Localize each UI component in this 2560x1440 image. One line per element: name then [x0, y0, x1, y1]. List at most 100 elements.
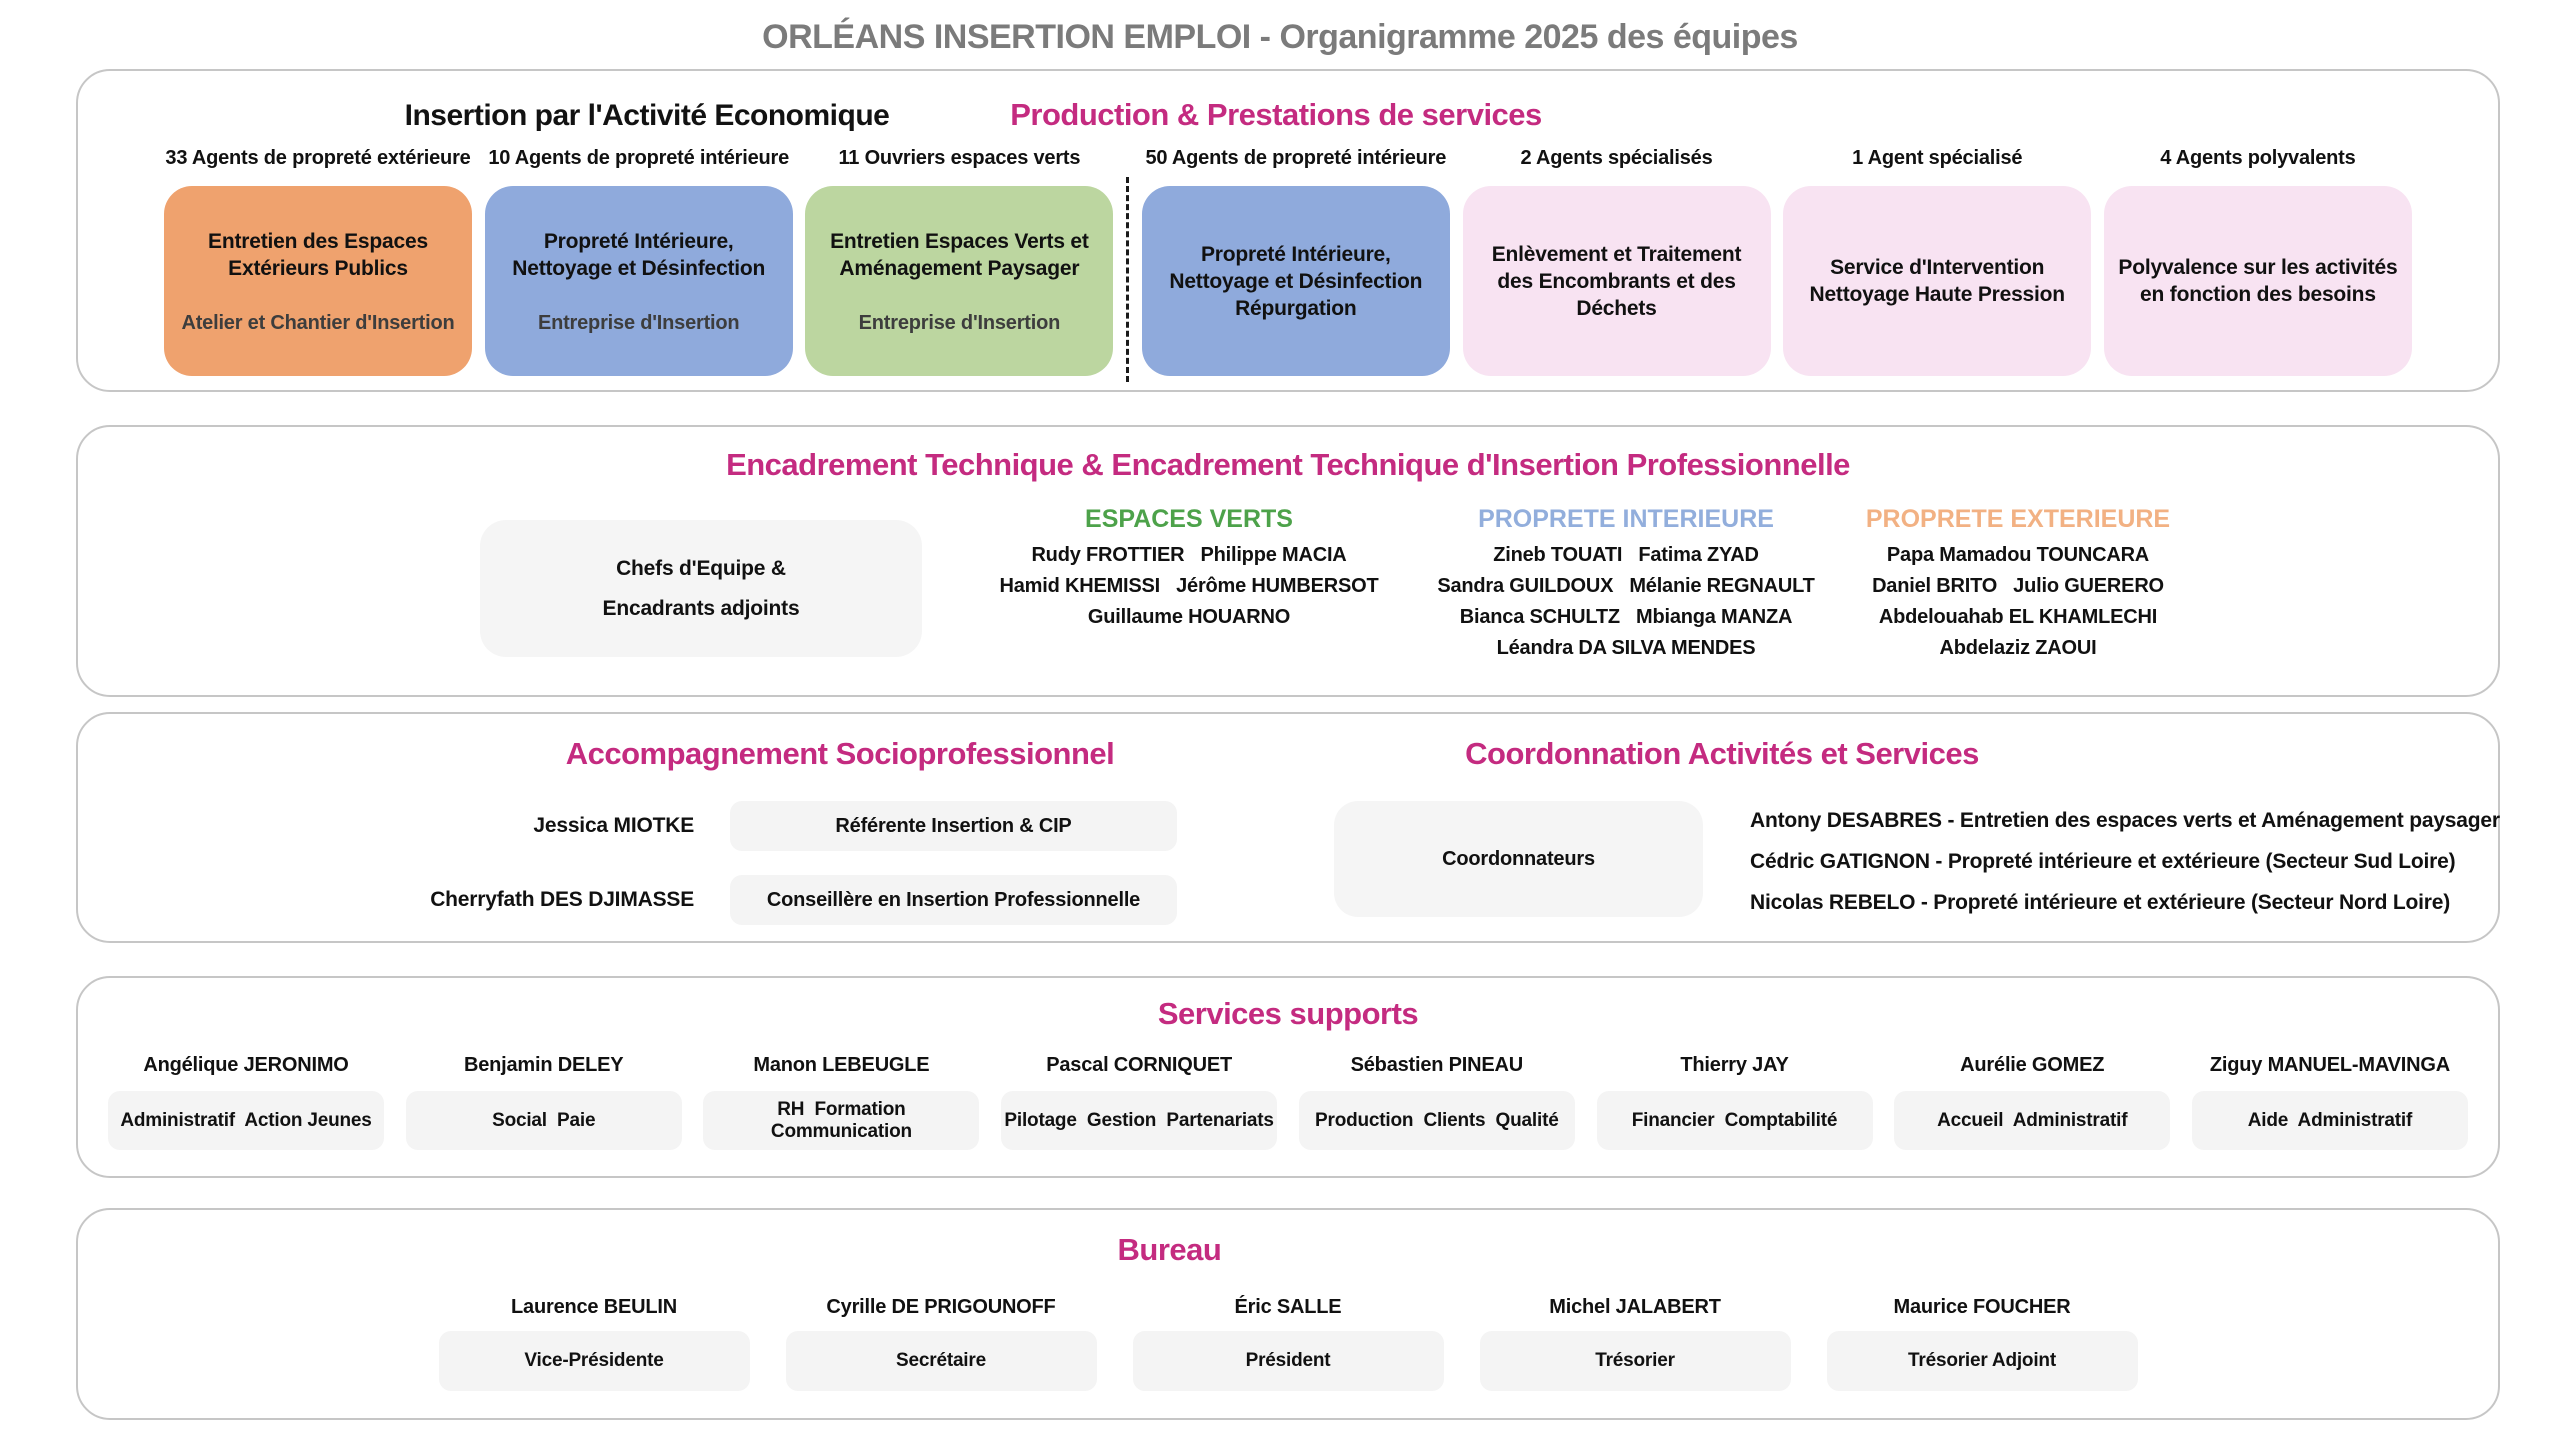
unit-box-title: Service d'Intervention Nettoyage Haute P…: [1809, 256, 2065, 306]
unit-box-entretien-espaces-exterieurs: Entretien des Espaces Extérieurs Publics…: [164, 186, 472, 376]
unit-box-subtitle: Atelier et Chantier d'Insertion: [181, 311, 455, 334]
bureau-column: Maurice FOUCHER Trésorier Adjoint: [1826, 1296, 2138, 1391]
service-column: Aurélie GOMEZ Accueil Administratif: [1894, 1054, 2171, 1150]
staff-count-label: 10 Agents de propreté intérieure: [488, 147, 790, 169]
team-column-proprete-interieure: PROPRETE INTERIEURE Zineb TOUATI Fatima …: [1406, 505, 1846, 664]
team-header-espaces-verts: ESPACES VERTS: [1085, 505, 1293, 533]
team-names-line: Abdelouahab EL KHAMLECHI: [1878, 606, 2158, 628]
panel-services-supports: Services supports Angélique JERONIMO Adm…: [76, 976, 2500, 1178]
panel-production: Insertion par l'Activité Economique Prod…: [76, 69, 2500, 392]
person-name: Thierry JAY: [1680, 1054, 1789, 1076]
role-box: Secrétaire: [785, 1331, 1097, 1391]
section-title-bureau: Bureau: [1117, 1232, 1222, 1267]
team-names-line: Bianca SCHULTZ Mbianga MANZA: [1459, 606, 1793, 628]
production-column-proprete-interieure: 10 Agents de propreté intérieure Propret…: [484, 147, 793, 376]
panel-accompagnement-coordination: Accompagnement Socioprofessionnel Coordo…: [76, 712, 2500, 943]
page-title: ORLÉANS INSERTION EMPLOI - Organigramme …: [762, 18, 1798, 56]
chefs-equipe-box: Chefs d'Equipe & Encadrants adjoints: [480, 520, 922, 657]
person-name: Sébastien PINEAU: [1350, 1054, 1524, 1076]
person-name: Maurice FOUCHER: [1893, 1296, 2071, 1318]
person-name: Manon LEBEUGLE: [753, 1054, 930, 1076]
service-column: Angélique JERONIMO Administratif Action …: [108, 1054, 384, 1150]
bureau-column: Michel JALABERT Trésorier: [1479, 1296, 1791, 1391]
team-column-espaces-verts: ESPACES VERTS Rudy FROTTIER Philippe MAC…: [969, 505, 1409, 633]
staff-count-label: 2 Agents spécialisés: [1520, 147, 1713, 169]
services-columns-row: Angélique JERONIMO Administratif Action …: [78, 1054, 2498, 1150]
person-name: Cyrille DE PRIGOUNOFF: [826, 1296, 1056, 1318]
unit-box-title: Propreté Intérieure, Nettoyage et Désinf…: [512, 229, 766, 280]
team-header-proprete-interieure: PROPRETE INTERIEURE: [1478, 505, 1774, 533]
role-box: Référente Insertion & CIP: [730, 801, 1177, 851]
team-names-line: Hamid KHEMISSI Jérôme HUMBERSOT: [999, 575, 1379, 597]
role-box: Social Paie: [405, 1091, 682, 1150]
team-names-line: Abdelaziz ZAOUI: [1939, 637, 2097, 659]
bureau-column: Éric SALLE Président: [1132, 1296, 1444, 1391]
team-column-proprete-exterieure: PROPRETE EXTERIEURE Papa Mamadou TOUNCAR…: [1808, 505, 2228, 664]
bureau-columns-row: Laurence BEULIN Vice-Présidente Cyrille …: [78, 1296, 2498, 1391]
staff-count-label: 1 Agent spécialisé: [1852, 147, 2023, 169]
production-columns-row: 33 Agents de propreté extérieure Entreti…: [78, 147, 2498, 382]
team-names-line: Rudy FROTTIER Philippe MACIA: [1031, 544, 1347, 566]
coordinators-box: Coordonnateurs: [1334, 801, 1703, 917]
role-box: Trésorier Adjoint: [1826, 1331, 2138, 1391]
role-box: Conseillère en Insertion Professionnelle: [730, 875, 1177, 925]
person-name: Laurence BEULIN: [511, 1296, 677, 1318]
staff-count-label: 33 Agents de propreté extérieure: [165, 147, 471, 169]
bureau-column: Cyrille DE PRIGOUNOFF Secrétaire: [785, 1296, 1097, 1391]
person-name: Angélique JERONIMO: [143, 1054, 349, 1076]
team-names-line: Daniel BRITO Julio GUERERO: [1872, 575, 2164, 597]
unit-box-polyvalence: Polyvalence sur les activités en fonctio…: [2103, 186, 2412, 376]
unit-box-haute-pression: Service d'Intervention Nettoyage Haute P…: [1783, 186, 2092, 376]
role-box: Vice-Présidente: [438, 1331, 750, 1391]
panel-bureau: Bureau Laurence BEULIN Vice-Présidente C…: [76, 1208, 2500, 1420]
unit-box-encombrants: Enlèvement et Traitement des Encombrants…: [1462, 186, 1771, 376]
role-box: Administratif Action Jeunes: [108, 1091, 384, 1150]
unit-box-title: Entretien des Espaces Extérieurs Publics: [208, 229, 428, 280]
production-column-proprete-exterieure: 33 Agents de propreté extérieure Entreti…: [164, 147, 472, 376]
role-box: Production Clients Qualité: [1298, 1091, 1575, 1150]
role-box: Pilotage Gestion Partenariats: [1001, 1091, 1278, 1150]
panel-encadrement: Encadrement Technique & Encadrement Tech…: [76, 425, 2500, 697]
unit-box-proprete-interieure: Propreté Intérieure, Nettoyage et Désinf…: [484, 186, 793, 376]
unit-box-espaces-verts: Entretien Espaces Verts et Aménagement P…: [805, 186, 1114, 376]
accompagnement-rows: Jessica MIOTKE Référente Insertion & CIP…: [378, 801, 1177, 949]
coordinator-lines: Antony DESABRES - Entretien des espaces …: [1750, 800, 2500, 923]
service-column: Benjamin DELEY Social Paie: [405, 1054, 682, 1150]
coordinator-line: Antony DESABRES - Entretien des espaces …: [1750, 809, 2500, 832]
staff-count-label: 11 Ouvriers espaces verts: [838, 147, 1081, 169]
role-box: Financier Comptabilité: [1596, 1091, 1873, 1150]
team-names-line: Zineb TOUATI Fatima ZYAD: [1493, 544, 1759, 566]
staff-count-label: 4 Agents polyvalents: [2160, 147, 2356, 169]
section-title-coordination: Coordonnation Activités et Services: [1465, 736, 1979, 771]
person-name: Jessica MIOTKE: [533, 814, 694, 837]
production-column-proprete-interieure-repurgation: 50 Agents de propreté intérieure Propret…: [1141, 147, 1450, 376]
production-column-espaces-verts: 11 Ouvriers espaces verts Entretien Espa…: [805, 147, 1114, 376]
section-title-encadrement: Encadrement Technique & Encadrement Tech…: [726, 447, 1850, 482]
unit-box-subtitle: Entreprise d'Insertion: [537, 311, 740, 334]
team-header-proprete-exterieure: PROPRETE EXTERIEURE: [1865, 505, 2171, 533]
person-name: Aurélie GOMEZ: [1960, 1054, 2105, 1076]
service-column: Sébastien PINEAU Production Clients Qual…: [1298, 1054, 1575, 1150]
person-name: Benjamin DELEY: [463, 1054, 624, 1076]
section-title-accompagnement: Accompagnement Socioprofessionnel: [565, 736, 1115, 771]
person-name: Michel JALABERT: [1549, 1296, 1721, 1318]
role-box: Aide Administratif: [2191, 1091, 2468, 1150]
accompagnement-row: Jessica MIOTKE Référente Insertion & CIP: [378, 801, 1177, 851]
role-box: RH Formation Communication: [703, 1091, 980, 1150]
coordinator-line: Nicolas REBELO - Propreté intérieure et …: [1750, 891, 2450, 914]
service-column: Pascal CORNIQUET Pilotage Gestion Parten…: [1001, 1054, 1278, 1150]
person-name: Éric SALLE: [1234, 1296, 1342, 1318]
staff-count-label: 50 Agents de propreté intérieure: [1145, 147, 1447, 169]
production-column-haute-pression: 1 Agent spécialisé Service d'Interventio…: [1783, 147, 2092, 376]
unit-box-subtitle: Entreprise d'Insertion: [858, 311, 1061, 334]
person-name: Cherryfath DES DJIMASSE: [430, 888, 694, 911]
person-name: Pascal CORNIQUET: [1046, 1054, 1232, 1076]
team-names-line: Léandra DA SILVA MENDES: [1496, 637, 1756, 659]
role-box: Président: [1132, 1331, 1444, 1391]
service-column: Manon LEBEUGLE RH Formation Communicatio…: [703, 1054, 980, 1150]
role-box: Accueil Administratif: [1894, 1091, 2171, 1150]
team-names-line: Sandra GUILDOUX Mélanie REGNAULT: [1437, 575, 1815, 597]
section-title-services-supports: Services supports: [1157, 996, 1419, 1031]
team-names-line: Papa Mamadou TOUNCARA: [1886, 544, 2150, 566]
